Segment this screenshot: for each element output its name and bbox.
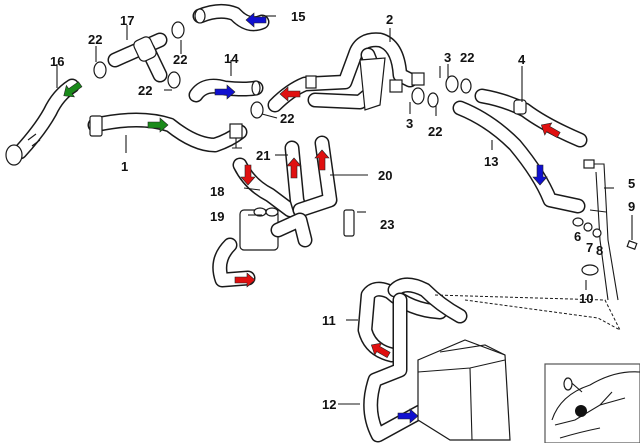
screw-9[interactable] [626, 240, 638, 250]
hose-18[interactable] [232, 157, 298, 218]
flow-arrow-11-red [370, 342, 391, 359]
clamp-22-lower-center[interactable] [427, 92, 439, 108]
callout-23: 23 [380, 217, 394, 232]
callout-1: 1 [121, 159, 128, 174]
callout-19: 19 [210, 209, 224, 224]
flow-arrow-21-red [286, 157, 302, 179]
flow-arrow-19-red [234, 272, 256, 288]
callout-3-lower: 3 [406, 116, 413, 131]
callout-10: 10 [579, 291, 593, 306]
hose-16[interactable] [5, 78, 80, 166]
valve-19[interactable] [212, 207, 313, 288]
clamp-22-hose14[interactable] [250, 101, 264, 119]
callout-13: 13 [484, 154, 498, 169]
seal-3-upper[interactable] [445, 75, 459, 93]
heater-unit[interactable] [417, 339, 511, 441]
hose-12[interactable] [363, 292, 428, 443]
flow-arrow-4-red [540, 122, 561, 139]
ring-8[interactable] [592, 228, 602, 238]
callout-20: 20 [378, 168, 392, 183]
callout-15: 15 [291, 9, 305, 24]
hose-14[interactable] [188, 78, 264, 103]
clamp-22-right-mid[interactable] [167, 71, 181, 89]
valve-17[interactable] [107, 32, 168, 83]
bracket-23[interactable] [343, 209, 355, 237]
pipe-5[interactable] [583, 159, 619, 301]
seal-3-lower[interactable] [411, 87, 425, 105]
hose-assembly-2[interactable] [267, 32, 425, 113]
flow-arrow-13-blue [532, 164, 548, 186]
callout-16: 16 [50, 54, 64, 69]
callout-11: 11 [322, 313, 336, 328]
callout-5: 5 [628, 176, 635, 191]
callout-3-upper: 3 [444, 50, 451, 65]
callout-7: 7 [586, 240, 593, 255]
callout-4: 4 [518, 52, 526, 67]
callout-22-hose14: 22 [280, 111, 294, 126]
clamp-22-left[interactable] [93, 61, 107, 79]
callout-14: 14 [224, 51, 239, 66]
callout-22-upper-center: 22 [460, 50, 474, 65]
callout-12: 12 [322, 397, 336, 412]
leader-lines [56, 15, 633, 405]
hose-13[interactable] [452, 100, 586, 214]
clamp-22-right-top[interactable] [171, 21, 185, 39]
location-marker [575, 405, 587, 417]
flow-arrow-14-blue [214, 84, 236, 100]
ring-7[interactable] [583, 222, 593, 232]
clamp-22-upper-center[interactable] [460, 78, 472, 94]
bracket-10[interactable] [581, 264, 599, 276]
flow-arrow-15-blue [245, 12, 267, 28]
callout-22-left: 22 [88, 32, 102, 47]
flow-arrow-2-red [279, 86, 301, 102]
flow-arrow-18-red [240, 164, 256, 186]
vehicle-location-inset[interactable] [544, 363, 640, 443]
callout-17: 17 [120, 13, 134, 28]
flow-arrow-12-blue [397, 408, 419, 424]
callout-22-right-top: 22 [173, 52, 187, 67]
hose-1[interactable] [87, 112, 248, 153]
hose-4[interactable] [474, 88, 588, 148]
flow-arrow-1-green [147, 117, 169, 133]
callout-2: 2 [386, 12, 393, 27]
callout-22-lower-center: 22 [428, 124, 442, 139]
callout-21: 21 [256, 148, 270, 163]
flow-arrow-16-green [63, 81, 83, 98]
callout-9: 9 [628, 199, 635, 214]
grommet-6[interactable] [572, 217, 584, 227]
hose-21[interactable] [284, 140, 308, 218]
callout-18: 18 [210, 184, 224, 199]
callout-22-right-mid: 22 [138, 83, 152, 98]
flow-arrow-20-red [314, 149, 330, 171]
callout-6: 6 [574, 229, 581, 244]
callout-8: 8 [596, 243, 603, 258]
